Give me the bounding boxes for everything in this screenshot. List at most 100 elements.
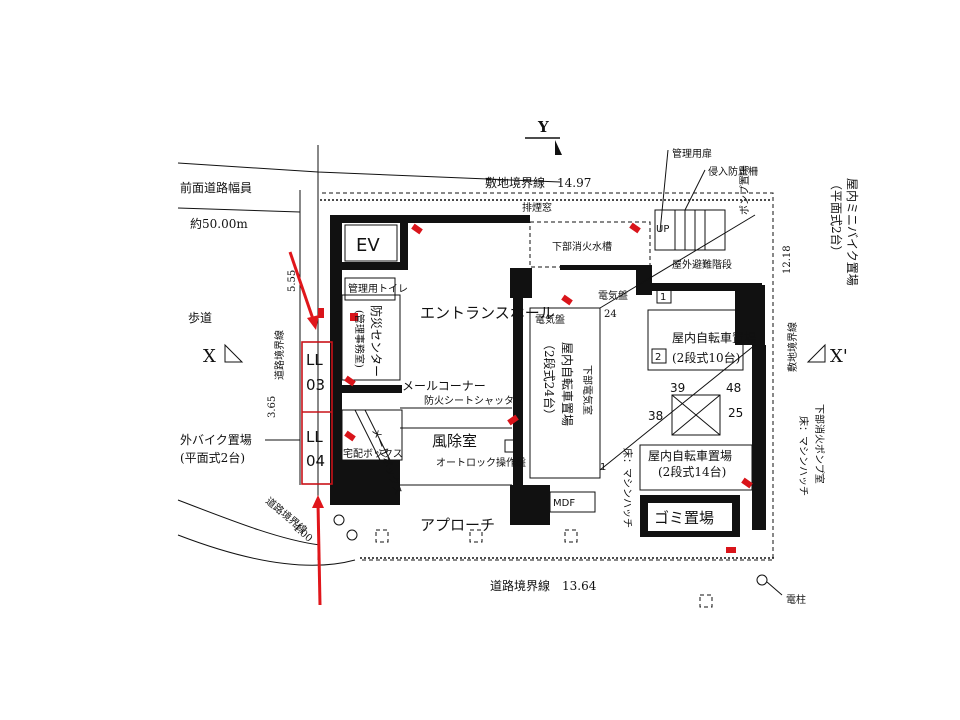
wall-pillar-1	[560, 265, 652, 270]
mgmt-toilet-box	[344, 277, 396, 301]
axis-y-label: Y	[537, 118, 549, 136]
wall-lower-left	[330, 460, 400, 505]
wall-left-outer	[330, 215, 342, 505]
wall-core-block	[510, 268, 532, 298]
road-boundary-left-label: 道路境界線	[273, 330, 286, 380]
outdoor-bike-capacity-label: (平面式2台)	[180, 450, 245, 465]
bike14-room	[639, 444, 753, 491]
mdf-label: MDF	[553, 498, 575, 509]
ll04-label-a: LL	[306, 428, 323, 446]
lower-fire-tank-label: 下部消火水槽	[552, 240, 612, 253]
road-curve-lower-2	[177, 499, 321, 546]
wall-top	[330, 215, 530, 223]
num-39: 39	[670, 381, 685, 395]
ll04-label-b: 04	[306, 452, 325, 470]
indoor-mini-bike-label: 屋内ミニバイク置場	[845, 178, 859, 286]
wall-pillar-2	[636, 265, 652, 295]
axis-x-label: X	[203, 346, 216, 367]
smoke-window-label: 排煙窓	[522, 201, 552, 214]
disaster-center-sub-label: (管理事務室)	[353, 310, 366, 368]
ll03-label-b: 03	[306, 376, 325, 394]
camera-icon	[350, 313, 358, 321]
axis-xprime-label: X'	[830, 346, 848, 367]
outdoor-bike-label: 外バイク置場	[180, 433, 252, 447]
wall-mid-left	[342, 385, 402, 393]
road-edge-upper-inner	[177, 207, 301, 213]
disaster-center-label: 防災センター	[369, 305, 384, 377]
site-boundary-top-label: 敷地境界線 14.97	[485, 175, 591, 190]
red-arrow-bottom-head	[312, 495, 324, 508]
fire-tank-area	[529, 221, 651, 268]
y-marker-triangle	[555, 140, 562, 155]
wall-ev-bottom	[342, 262, 408, 270]
mail-box-area	[341, 409, 403, 461]
box-2	[651, 348, 667, 364]
electric-room-2-label: 電気盤	[535, 313, 565, 326]
wall-right-upper	[735, 285, 765, 345]
floor-hatch-2-label: 床：マシンハッチ	[797, 416, 810, 496]
road-width-value: 約50.00m	[190, 216, 248, 231]
garbage-box-inner	[648, 503, 732, 531]
camera-icon	[507, 414, 519, 426]
bike24-capacity-label: （2段式24台）	[542, 338, 557, 421]
fire-shutter-label: 防火シートシャッター	[424, 394, 524, 407]
site-boundary-right-label: 敷地境界線	[786, 322, 799, 372]
x-marker-triangle	[224, 343, 244, 363]
num-1: 1	[600, 462, 606, 473]
sidewalk-label: 歩道	[188, 310, 212, 325]
road-boundary-bottom-label: 道路境界線 13.64	[490, 578, 597, 593]
mini-bike-capacity-label: （平面式2台）	[829, 178, 844, 258]
diagonal-1	[599, 214, 756, 309]
bike24-label: 屋内自転車置場	[560, 342, 574, 426]
camera-icon	[629, 222, 641, 234]
hydrant-2	[346, 529, 358, 541]
ll03-label-a: LL	[306, 351, 323, 369]
box-1	[656, 288, 672, 304]
mgmt-toilet-label: 管理用トイレ	[348, 282, 408, 295]
ev-label: EV	[356, 235, 380, 256]
intrusion-fence-leader	[684, 169, 706, 211]
camera-icon	[344, 375, 356, 387]
mail-stair-2	[364, 409, 391, 461]
bike24-room	[529, 307, 601, 479]
utility-pole-icon	[756, 574, 768, 586]
utility-pole-label: 電柱	[786, 593, 806, 606]
dim-400-label: 4.00	[290, 522, 314, 545]
stair-area	[654, 209, 726, 251]
dim-24-label: 24	[604, 309, 617, 320]
outdoor-stairs-label: 屋外避難階段	[672, 258, 732, 271]
site-boundary	[322, 192, 774, 561]
camera-icon	[726, 547, 736, 553]
box-1-label: 1	[660, 292, 666, 303]
camera-icon	[741, 477, 753, 489]
pump-box	[671, 394, 721, 436]
bike14-capacity-label: (2段式14台)	[658, 464, 726, 479]
garbage-label: ゴミ置場	[654, 509, 714, 527]
pump-cross-2	[671, 394, 721, 436]
approach-mark-4	[699, 594, 713, 608]
diagonal-2	[599, 344, 756, 471]
wall-right-column	[752, 345, 766, 530]
approach-mark-3	[564, 529, 578, 543]
bike10-label: 屋内自転車置場	[672, 331, 756, 345]
wall-center-bottom	[510, 485, 550, 525]
dim-1218-label: 12.18	[782, 245, 793, 274]
intrusion-fence-label: 侵入防止柵	[708, 165, 758, 178]
road-boundary-left-dim: 5.55	[287, 270, 298, 292]
wall-ev-right	[400, 215, 408, 270]
bike14-label: 屋内自転車置場	[648, 449, 732, 463]
delivery-box-label: 宅配ボックス	[343, 447, 403, 460]
disaster-center-box	[341, 294, 401, 381]
ll-red-frame	[301, 341, 333, 485]
approach-mark-1	[375, 529, 389, 543]
autolock-label: オートロック操作盤	[436, 456, 526, 469]
autolock-panel	[504, 439, 518, 453]
road-curve-lower	[177, 534, 356, 566]
electric-room-1-label: 電気盤	[598, 289, 628, 302]
camera-icon	[561, 294, 573, 306]
camera-icon	[344, 430, 356, 442]
camera-icon	[411, 223, 423, 235]
bike10-room	[647, 309, 744, 371]
approach-mark-2	[469, 529, 483, 543]
